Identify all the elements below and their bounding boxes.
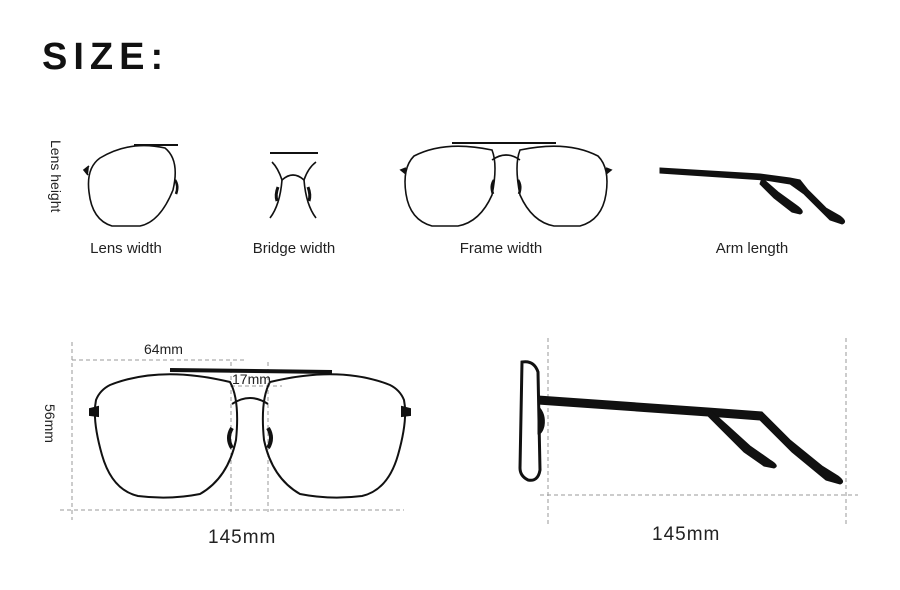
- frame-width-value: 145mm: [208, 527, 277, 548]
- lens-height-value: 56mm: [42, 404, 58, 443]
- bridge-width-value: 17mm: [232, 371, 271, 387]
- frame-width-icon: [399, 142, 613, 227]
- frame-width-label: Frame width: [459, 240, 543, 257]
- lens-height-label: Lens height: [48, 140, 64, 213]
- lens-width-icon: [82, 144, 179, 227]
- arm-length-label: Arm length: [715, 240, 789, 257]
- arm-length-icon: [659, 167, 846, 225]
- page-title: SIZE:: [42, 36, 170, 78]
- bridge-width-label: Bridge width: [252, 240, 336, 257]
- arm-length-value: 145mm: [652, 524, 721, 545]
- bridge-width-icon: [269, 152, 318, 219]
- side-view-glasses: [518, 360, 844, 485]
- front-view-glasses: [89, 368, 411, 499]
- lens-width-value: 64mm: [144, 341, 183, 357]
- lens-width-label: Lens width: [90, 240, 162, 257]
- side-view-guides: [540, 338, 858, 526]
